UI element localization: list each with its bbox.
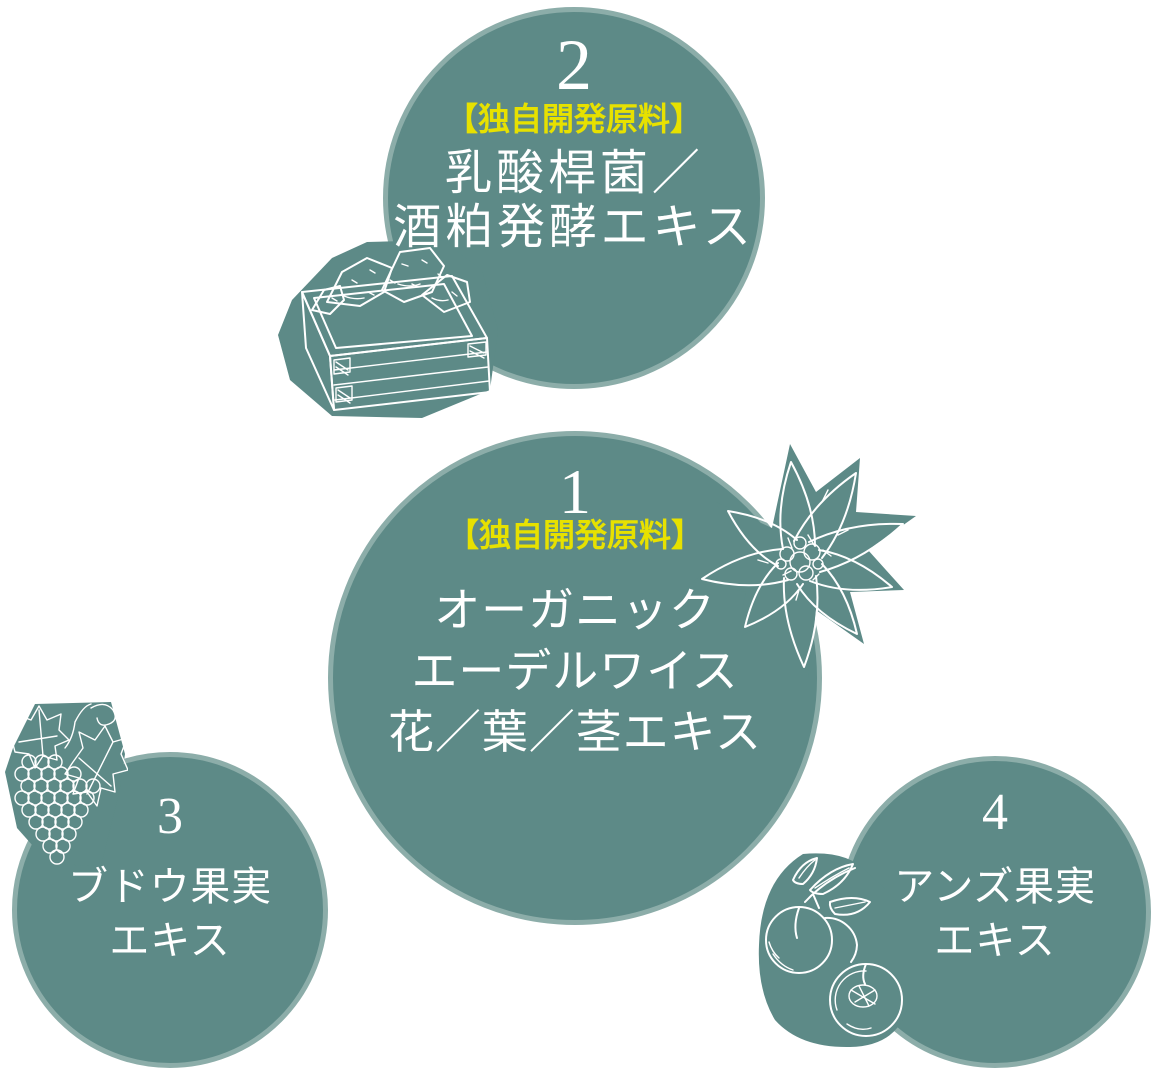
sake-lees-box-icon (278, 240, 498, 418)
title-line: 花／葉／茎エキス (388, 706, 762, 758)
circle-title-grape: ブドウ果実 エキス (12, 860, 328, 968)
title-line: ブドウ果実 (68, 865, 272, 909)
circle-title-sake-lees: 乳酸桿菌／ 酒粕発酵エキス (383, 147, 765, 255)
original-ingredient-badge-edelweiss: 【独自開発原料】 (446, 517, 703, 553)
original-ingredient-badge-sake-lees: 【独自開発原料】 (445, 101, 702, 137)
circle-number-grape: 3 (157, 788, 183, 845)
circle-number-sake-lees: 2 (556, 25, 592, 105)
title-line: エキス (934, 919, 1056, 963)
grapes-icon (5, 702, 128, 866)
title-line: 乳酸桿菌／ (444, 147, 704, 200)
title-line: オーガニック (434, 584, 716, 636)
title-line: エーデルワイス (411, 645, 739, 697)
circle-title-edelweiss: オーガニック エーデルワイス 花／葉／茎エキス (328, 580, 822, 763)
circle-title-apricot: アンズ果実 エキス (839, 860, 1151, 968)
title-line: アンズ果実 (894, 865, 1096, 909)
apricot-icon (758, 853, 907, 1048)
circle-number-apricot: 4 (982, 784, 1008, 841)
circle-number-edelweiss: 1 (559, 456, 591, 527)
title-line: 酒粕発酵エキス (393, 201, 755, 254)
title-line: エキス (109, 919, 231, 963)
edelweiss-flower-icon (692, 444, 916, 678)
